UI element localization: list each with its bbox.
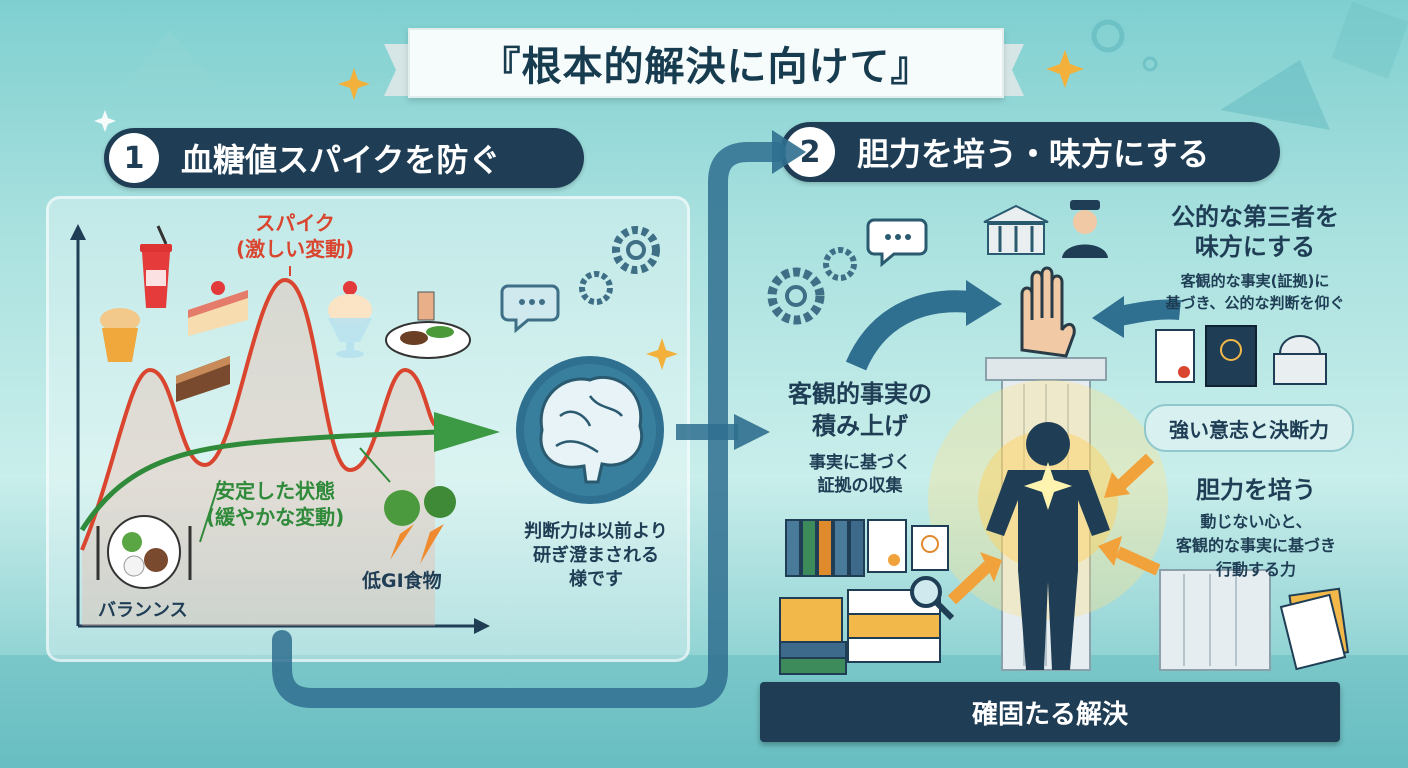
section2-heading: 胆力を培う・味方にする <box>857 135 1210 173</box>
lowgi-label: 低GI食物 <box>362 570 442 592</box>
brain-icon <box>539 375 644 484</box>
resolution-base: 確固たる解決 <box>760 682 1340 742</box>
gear-icon <box>767 267 825 325</box>
food-icons <box>96 225 471 589</box>
papers-icon <box>1279 587 1350 671</box>
sundae-icon <box>328 281 372 358</box>
courage-title: 胆力を培う <box>1196 476 1316 504</box>
title-banner: 『根本的解決に向けて』 <box>384 22 1024 100</box>
soda-cup-icon <box>140 225 172 308</box>
facts-subtitle: 事実に基づく 証拠の収集 <box>809 453 911 496</box>
spike-curve <box>80 277 437 551</box>
vegetables-icon <box>384 486 456 564</box>
document-stack-icon <box>847 589 941 663</box>
meal-plate-icon <box>385 291 471 359</box>
gear-icon <box>612 226 660 274</box>
gear-small-icon <box>579 271 613 305</box>
page-title: 『根本的解決に向けて』 <box>480 44 932 90</box>
balance-label: バランンス <box>98 600 188 621</box>
document-icon <box>867 519 907 573</box>
brain-visual <box>500 226 678 504</box>
folder-icon <box>779 597 847 675</box>
stable-curve <box>79 429 439 532</box>
document-icon <box>1155 329 1195 383</box>
courthouse-icon <box>983 204 1049 255</box>
section1-number: 1 <box>109 133 159 183</box>
law-book-icon <box>1205 325 1257 387</box>
gear-small-icon <box>823 247 857 281</box>
stable-label: 安定した状態 (緩やかな変動) <box>206 479 345 529</box>
chat-bubble-icon <box>500 284 560 334</box>
chat-bubble-icon <box>866 218 928 268</box>
will-badge: 強い意志と決断力 <box>1144 404 1354 452</box>
brain-caption: 判断力は以前より 研ぎ澄まされる 様です <box>524 521 668 590</box>
police-officer-icon <box>1062 200 1108 258</box>
facts-title: 客観的事実の 積み上げ <box>788 380 932 440</box>
cake-slice-icon <box>188 281 248 336</box>
balanced-plate-icon <box>96 515 192 589</box>
certificate-icon <box>911 525 949 571</box>
binders-icon <box>785 519 865 577</box>
raised-hand-icon <box>1020 266 1076 358</box>
ally-subtitle: 客観的な事実(証拠)に 基づき、公的な判断を仰ぐ <box>1165 272 1345 312</box>
courage-subtitle: 動じない心と、 客観的な事実に基づき 行動する力 <box>1175 512 1336 579</box>
capitol-building-icon <box>1273 335 1327 385</box>
section2-header: 2 胆力を培う・味方にする <box>780 122 1280 182</box>
will-label: 強い意志と決断力 <box>1169 417 1329 442</box>
cupcake-icon <box>100 308 140 362</box>
section1-heading: 血糖値スパイクを防ぐ <box>181 141 501 179</box>
section2-visuals <box>767 200 1350 675</box>
chocolate-cake-icon <box>176 356 230 402</box>
stable-arrowhead <box>434 412 500 452</box>
spike-label: スパイク (激しい変動) <box>236 211 355 261</box>
section1-header: 1 血糖値スパイクを防ぐ <box>104 128 584 188</box>
magnifier-icon <box>910 576 955 621</box>
ally-title: 公的な第三者を 味方にする <box>1171 203 1339 261</box>
standing-person-icon <box>986 422 1110 670</box>
resolution-label: 確固たる解決 <box>971 699 1128 730</box>
